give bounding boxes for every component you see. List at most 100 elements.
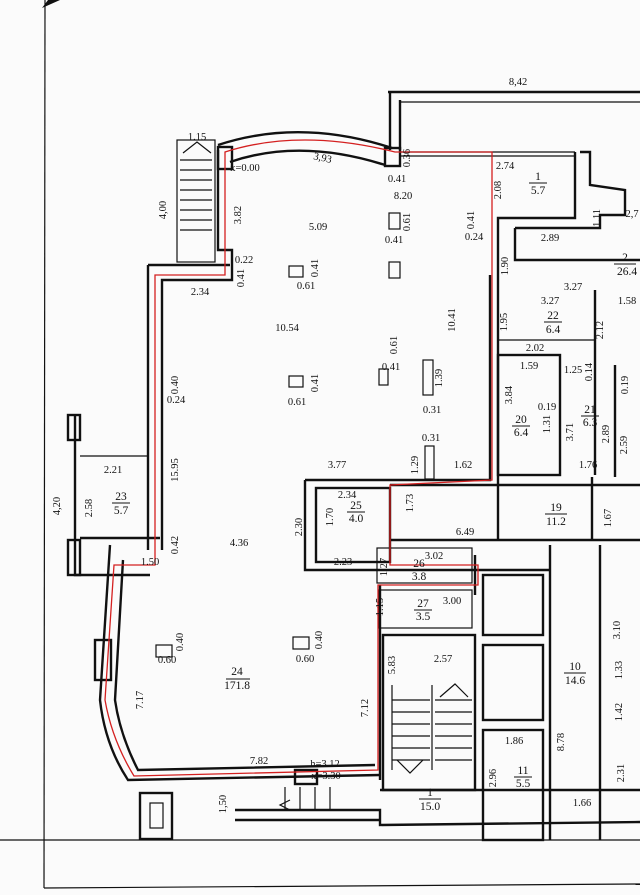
room-1-top: 15.7 — [529, 171, 547, 197]
dimension-label: 0.31 — [423, 405, 441, 416]
dimension-label: 1.86 — [505, 736, 523, 747]
dimension-label: 5.83 — [387, 656, 398, 674]
room-number: 21 — [584, 404, 596, 416]
dimension-label: 2.02 — [526, 343, 544, 354]
dimension-label: 2.23 — [334, 557, 352, 568]
dimension-label: 1.90 — [500, 257, 511, 275]
dimension-label: 0.14 — [584, 362, 595, 381]
dimension-label: 0.61 — [288, 397, 306, 408]
dimension-label: 15.95 — [170, 458, 181, 482]
dimension-label: 1.27 — [379, 558, 390, 576]
dimension-label: 0.19 — [538, 402, 556, 413]
dimension-label: 1.76 — [579, 460, 597, 471]
room-area: 26.4 — [617, 266, 637, 278]
dimension-label: 0.41 — [310, 374, 321, 392]
room-number: 26 — [413, 558, 425, 570]
dimension-label: 0.36 — [402, 149, 413, 167]
dimension-label: 0.60 — [296, 654, 314, 665]
dimension-label: 0.60 — [158, 655, 176, 666]
dimension-label: 6.49 — [456, 527, 474, 538]
room-area: 6.4 — [546, 324, 561, 336]
dimension-label: 2.59 — [619, 436, 630, 454]
room-area: 4.0 — [349, 513, 364, 525]
walls — [66, 90, 640, 842]
dimension-label: 3.10 — [612, 621, 623, 639]
room-number: 20 — [515, 414, 527, 426]
dimension-label: 8.78 — [556, 733, 567, 751]
room-area: 6.4 — [514, 427, 529, 439]
room-number: 23 — [115, 491, 127, 503]
dimension-label: 0.24 — [167, 395, 186, 406]
room-area: 5.7 — [531, 185, 546, 197]
dimension-label: 3.27 — [541, 296, 559, 307]
dimension-label: 1.29 — [410, 456, 421, 474]
dimension-label: 0.40 — [170, 376, 181, 394]
dimension-label: 8,42 — [509, 77, 527, 88]
dimension-label: 2.58 — [84, 499, 95, 517]
room-number: 10 — [569, 661, 581, 673]
room-area: 171.8 — [224, 680, 250, 692]
room-24: 24 171.8 — [224, 666, 250, 692]
room-number: 24 — [231, 666, 243, 678]
dimension-label: 3.84 — [504, 385, 515, 404]
annotation-x-top: x=0.00 — [230, 163, 260, 174]
dimension-label: 2.12 — [595, 321, 606, 339]
dimension-label: 0.61 — [389, 336, 400, 354]
dimension-label: 2.34 — [338, 490, 357, 501]
room-number: 25 — [350, 500, 362, 512]
room-26: 263.8 — [410, 558, 428, 583]
room-area: 5.7 — [114, 505, 129, 517]
dimension-label: 0.61 — [402, 213, 413, 231]
room-area: 15.0 — [420, 801, 440, 813]
room-22: 226.4 — [544, 310, 562, 336]
room-20: 206.4 — [512, 414, 530, 439]
room-number: 22 — [547, 310, 559, 322]
dimension-label: 1.67 — [603, 509, 614, 527]
room-area: 6.3 — [583, 417, 598, 429]
dimension-label: 7.12 — [360, 699, 371, 717]
room-11: 115.5 — [514, 765, 532, 790]
dimension-label: 0.41 — [466, 211, 477, 229]
dimension-label: 4,00 — [158, 201, 169, 219]
dimension-label: 0.22 — [235, 255, 253, 266]
dimension-label: 7.17 — [135, 691, 146, 709]
dimension-label: 1.59 — [520, 361, 538, 372]
premises-boundary-line — [104, 139, 493, 777]
dimension-label: 1.31 — [542, 415, 553, 433]
dimension-label: 3.00 — [443, 596, 461, 607]
dimension-label: 1.11 — [592, 209, 603, 227]
dimension-label: 0.41 — [236, 269, 247, 287]
room-area: 11.2 — [546, 516, 566, 528]
dimension-label: 1.25 — [564, 365, 582, 376]
dimension-label: 2.30 — [294, 518, 305, 536]
dimension-label: 2.08 — [493, 181, 504, 199]
dimension-label: 2.21 — [104, 465, 122, 476]
dimension-label: 3,93 — [312, 151, 332, 166]
dimension-label: 7.82 — [250, 756, 268, 767]
dimension-label: 1.15 — [375, 598, 386, 616]
dimension-label: 2.89 — [601, 425, 612, 443]
dimension-label: 4.36 — [230, 538, 248, 549]
dimension-label: 5.09 — [309, 222, 327, 233]
annotation-h-bottom: h=3.12 — [310, 759, 340, 770]
dimension-label: 0.41 — [385, 235, 403, 246]
dimension-label: 1,50 — [218, 795, 229, 813]
room-number: 1 — [427, 787, 433, 799]
room-area: 3.5 — [416, 611, 431, 623]
room-number: 11 — [517, 765, 528, 777]
room-19: 19 11.2 — [545, 502, 567, 528]
room-number: 19 — [550, 502, 562, 514]
room-1-bottom: 115.0 — [419, 787, 441, 813]
dimension-label: 1.33 — [614, 661, 625, 679]
dimension-label: 1.95 — [499, 313, 510, 331]
dimension-label: 0.24 — [465, 232, 484, 243]
room-area: 5.5 — [516, 778, 531, 790]
room-number: 2 — [622, 252, 628, 264]
dimension-label: 1.66 — [573, 798, 591, 809]
dimension-label: 2.31 — [616, 764, 627, 782]
dimension-label: 1.50 — [141, 557, 159, 568]
room-area: 14.6 — [565, 675, 585, 687]
